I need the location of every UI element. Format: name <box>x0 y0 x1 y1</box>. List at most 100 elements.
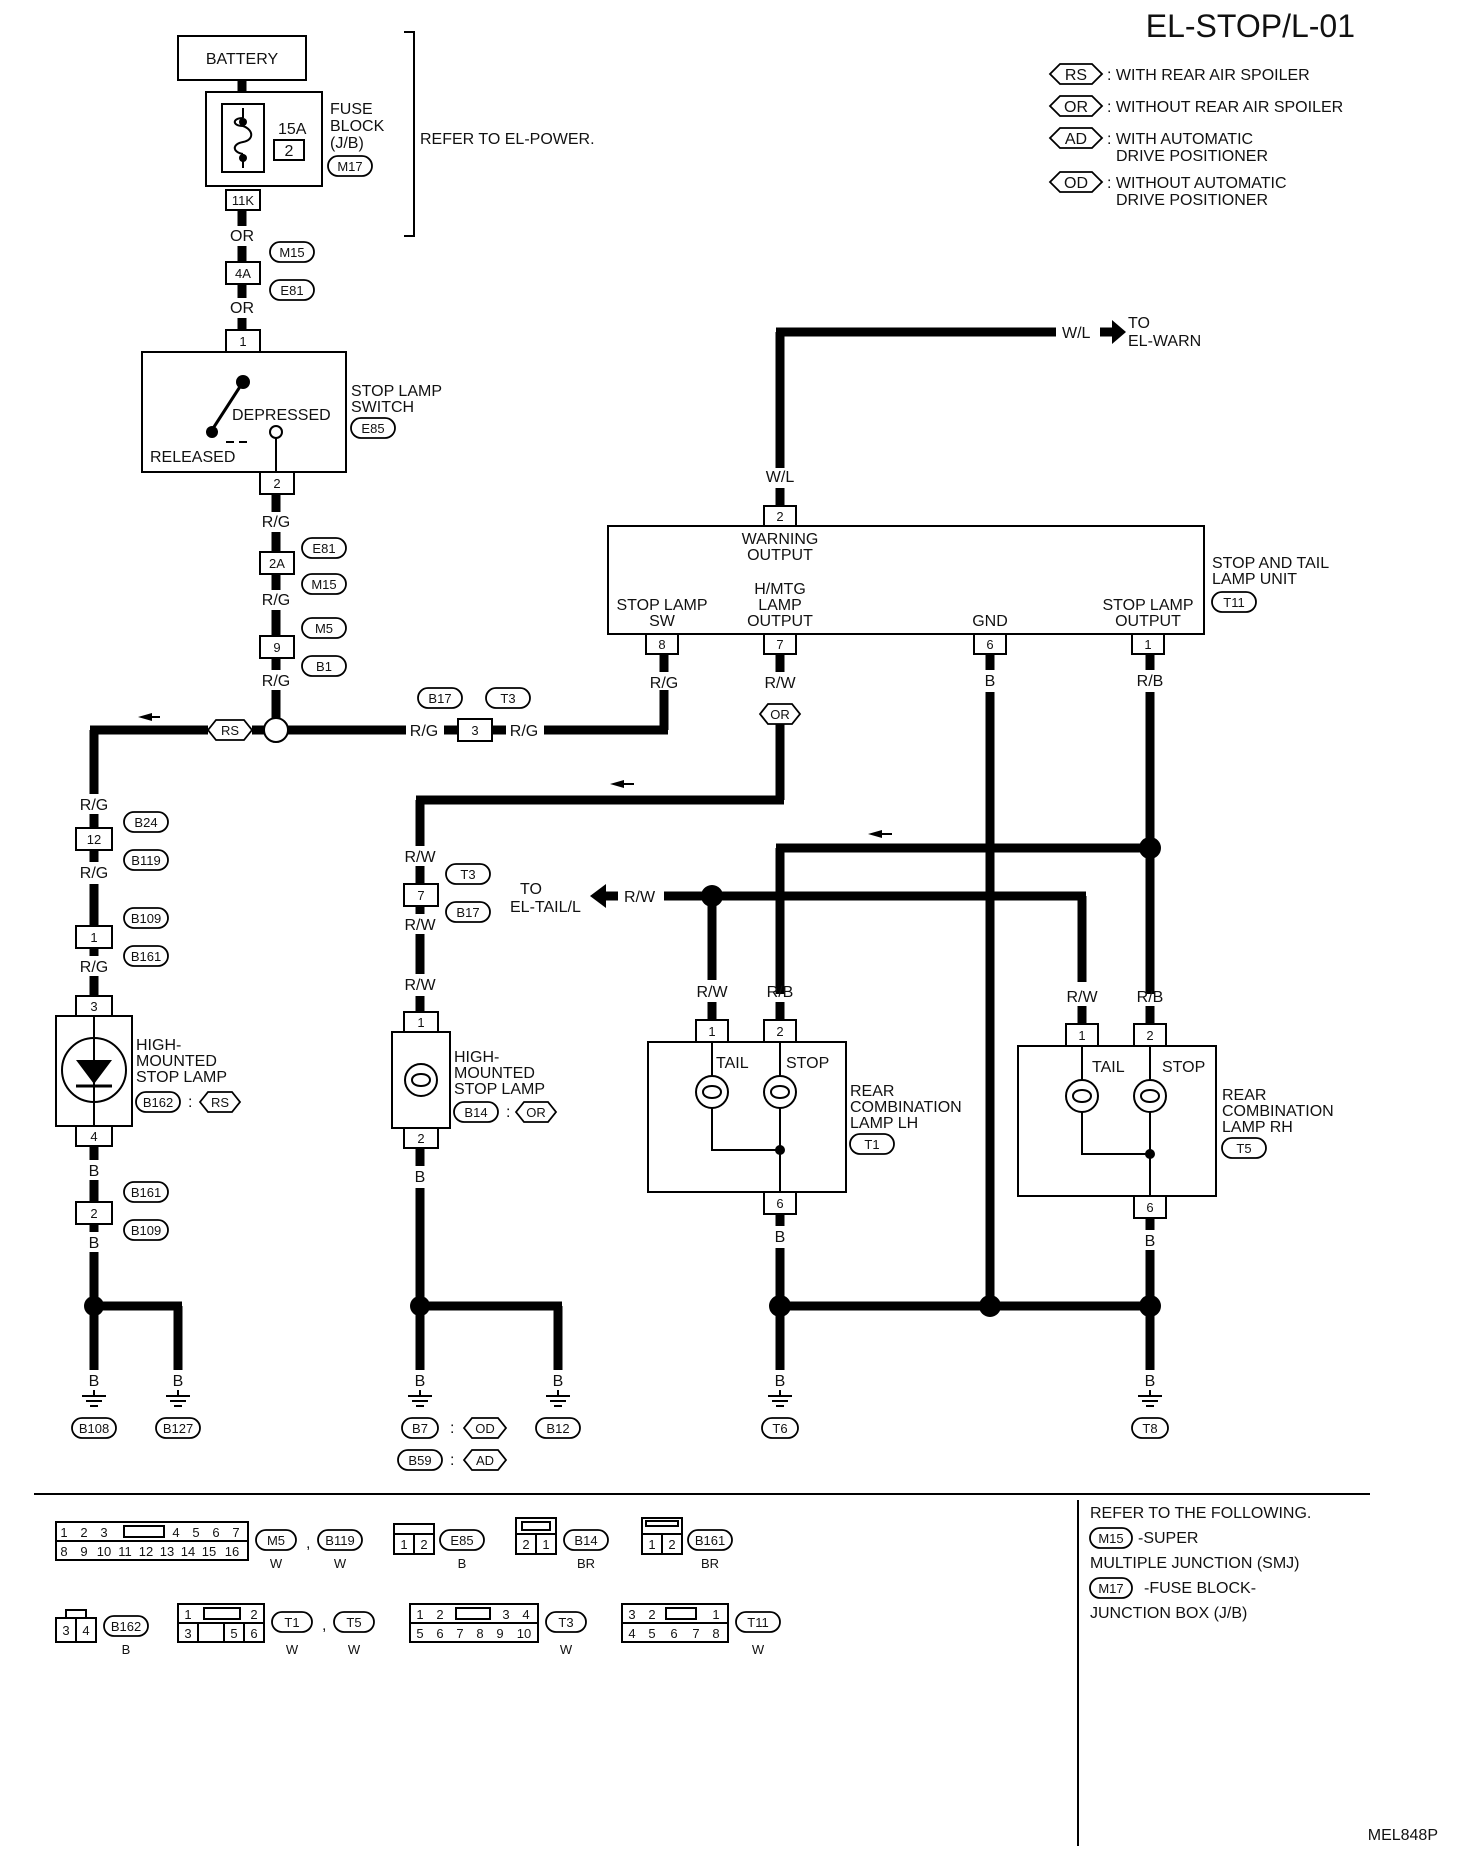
svg-text:6: 6 <box>436 1626 443 1641</box>
svg-text:W: W <box>270 1556 283 1571</box>
svg-text:1: 1 <box>60 1525 67 1540</box>
svg-text:T5: T5 <box>1236 1141 1251 1156</box>
svg-text:B161: B161 <box>695 1533 725 1548</box>
svg-text:AD: AD <box>1065 131 1087 148</box>
svg-text:6: 6 <box>250 1626 257 1641</box>
svg-text:7: 7 <box>417 888 424 903</box>
stop-tail-lamp-unit: 2 WARNING OUTPUT STOP LAMP SW H/MTG LAMP… <box>607 505 1329 655</box>
svg-text:R/W: R/W <box>696 984 728 1001</box>
svg-text:6: 6 <box>670 1626 677 1641</box>
connector-2-left: 2 B161 B109 <box>75 1181 169 1241</box>
connector-7: 7 T3 B17 <box>403 863 491 923</box>
svg-text:B: B <box>985 673 996 690</box>
high-mounted-stop-lamp-or: 1 2 HIGH- MOUNTED STOP LAMP B14 : OR <box>391 1011 558 1149</box>
svg-text:3: 3 <box>90 999 97 1014</box>
svg-text:B: B <box>89 1235 100 1252</box>
svg-text:DEPRESSED: DEPRESSED <box>232 407 331 424</box>
svg-text:TAIL: TAIL <box>716 1055 749 1072</box>
svg-text:B14: B14 <box>574 1533 597 1548</box>
svg-text:2: 2 <box>1146 1028 1153 1043</box>
svg-text:4: 4 <box>628 1626 635 1641</box>
svg-text:B161: B161 <box>131 1185 161 1200</box>
svg-text:5: 5 <box>416 1626 423 1641</box>
svg-text:16: 16 <box>225 1544 239 1559</box>
svg-text:B: B <box>553 1373 564 1390</box>
svg-text:1: 1 <box>239 334 246 349</box>
svg-text:HIGH-: HIGH- <box>136 1037 181 1054</box>
svg-text:,: , <box>306 1535 310 1552</box>
svg-text:M15: M15 <box>279 245 304 260</box>
svg-text:8: 8 <box>60 1544 67 1559</box>
connector-4a: 4A M15 E81 <box>225 241 315 301</box>
svg-text:AD: AD <box>476 1453 494 1468</box>
svg-text:1: 1 <box>90 930 97 945</box>
svg-text:3: 3 <box>471 723 478 738</box>
svg-text:2: 2 <box>776 509 783 524</box>
svg-text:B24: B24 <box>134 815 157 830</box>
svg-text:M15: M15 <box>311 577 336 592</box>
svg-text:OD: OD <box>1064 175 1088 192</box>
svg-text:SWITCH: SWITCH <box>351 399 414 416</box>
connector-9: 9 M5 B1 <box>259 617 347 677</box>
svg-text:TAIL: TAIL <box>1092 1059 1125 1076</box>
refer-notes: REFER TO THE FOLLOWING. M15 -SUPER MULTI… <box>1089 1505 1311 1622</box>
svg-text:B12: B12 <box>546 1421 569 1436</box>
svg-text:1: 1 <box>542 1537 549 1552</box>
svg-text:B162: B162 <box>143 1095 173 1110</box>
connector-2a: 2A E81 M15 <box>259 537 347 595</box>
svg-text:R/B: R/B <box>1137 673 1164 690</box>
stop-lamp-switch: 1 DEPRESSED RELEASED STOP LAMP SWITCH E8… <box>141 329 442 495</box>
svg-text:R/W: R/W <box>624 889 656 906</box>
svg-text:WARNING: WARNING <box>742 531 819 548</box>
svg-text:8: 8 <box>476 1626 483 1641</box>
svg-text:M5: M5 <box>315 621 333 636</box>
svg-text:1: 1 <box>400 1537 407 1552</box>
svg-text:FUSE: FUSE <box>330 101 373 118</box>
svg-text::: : <box>450 1420 454 1437</box>
high-mounted-stop-lamp-rs: 3 4 HIGH- MOUNTED STOP LAMP B162 : RS <box>55 995 242 1147</box>
svg-text:T11: T11 <box>1223 595 1244 610</box>
svg-text:STOP LAMP: STOP LAMP <box>1103 597 1194 614</box>
svg-text:1: 1 <box>712 1607 719 1622</box>
svg-text:EL-TAIL/L: EL-TAIL/L <box>510 899 581 916</box>
svg-text:GND: GND <box>972 613 1008 630</box>
svg-text:BR: BR <box>701 1556 719 1571</box>
connector-view-t3: 1 2 3 4 5 6 7 8 9 10 T3 W <box>409 1603 587 1657</box>
svg-text:4: 4 <box>82 1623 89 1638</box>
svg-text:8: 8 <box>712 1626 719 1641</box>
svg-text:B: B <box>89 1163 100 1180</box>
connector-3: 3 B17 T3 <box>417 687 531 742</box>
svg-text:R/G: R/G <box>262 592 290 609</box>
svg-text:M5: M5 <box>267 1533 285 1548</box>
svg-text:10: 10 <box>517 1626 531 1641</box>
svg-text:4: 4 <box>522 1607 529 1622</box>
svg-text:-FUSE BLOCK-: -FUSE BLOCK- <box>1144 1580 1256 1597</box>
svg-text:W: W <box>334 1556 347 1571</box>
svg-text:7: 7 <box>456 1626 463 1641</box>
svg-text:6: 6 <box>1146 1200 1153 1215</box>
svg-text:STOP LAMP: STOP LAMP <box>617 597 708 614</box>
svg-text:T3: T3 <box>558 1615 573 1630</box>
svg-text:2: 2 <box>522 1537 529 1552</box>
svg-text:OD: OD <box>475 1421 495 1436</box>
svg-text:4: 4 <box>172 1525 179 1540</box>
svg-text:B1: B1 <box>316 659 332 674</box>
svg-text:-SUPER: -SUPER <box>1138 1530 1198 1547</box>
svg-text:2: 2 <box>285 143 294 160</box>
legend-item-rs: RS : WITH REAR AIR SPOILER <box>1048 63 1310 85</box>
svg-text:W: W <box>560 1642 573 1657</box>
svg-text:OUTPUT: OUTPUT <box>747 613 813 630</box>
svg-text:T1: T1 <box>284 1615 299 1630</box>
svg-text:OR: OR <box>230 300 254 317</box>
svg-text:3: 3 <box>628 1607 635 1622</box>
legend: RS : WITH REAR AIR SPOILER OR : WITHOUT … <box>1048 63 1343 209</box>
svg-text:4A: 4A <box>235 266 251 281</box>
svg-text:B: B <box>415 1373 426 1390</box>
svg-text:13: 13 <box>160 1544 174 1559</box>
svg-text:RS: RS <box>1065 67 1087 84</box>
svg-text:R/G: R/G <box>510 723 538 740</box>
svg-text:BR: BR <box>577 1556 595 1571</box>
connector-view-b162: 3 4 B162 B <box>55 1609 149 1657</box>
svg-text:15: 15 <box>202 1544 216 1559</box>
